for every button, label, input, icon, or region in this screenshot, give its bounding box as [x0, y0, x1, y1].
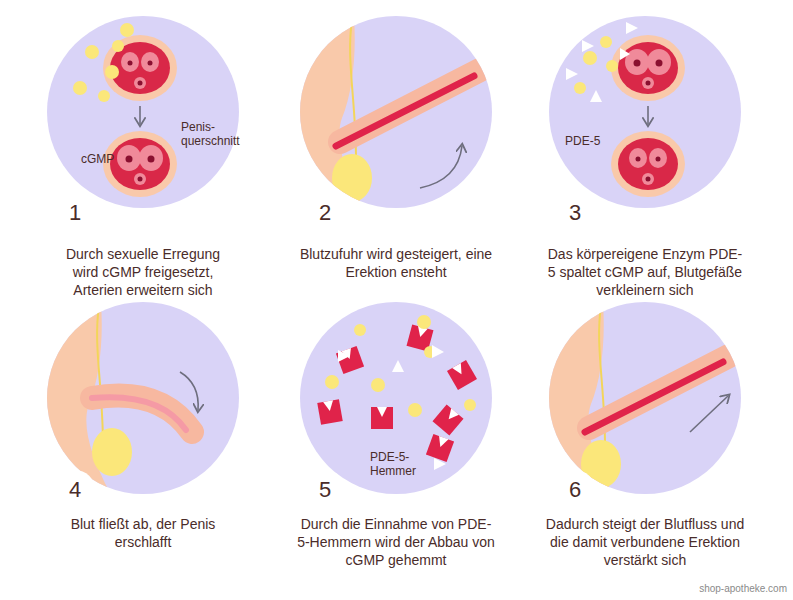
step-caption: Durch sexuelle Erregung wird cGMP freige… — [53, 245, 233, 300]
step-number: 5 — [305, 479, 345, 501]
step-panel: PDE-5Das körpereigene Enzym PDE-5 spalte… — [549, 16, 741, 208]
step-panel: cGMPPenis- querschnittDurch sexuelle Err… — [47, 16, 239, 208]
step-number-badge: 5 — [305, 470, 345, 510]
step-caption: Blut fließt ab, der Penis erschlafft — [58, 515, 228, 551]
step-panel: Blut fließt ab, der Penis erschlafft4 — [47, 302, 239, 494]
step-number: 3 — [555, 202, 595, 224]
step-number: 6 — [555, 479, 595, 501]
step-number: 1 — [55, 202, 95, 224]
part-label: Penis- querschnitt — [181, 120, 239, 149]
part-label: cGMP — [81, 152, 141, 166]
step-panel: PDE-5- HemmerDurch die Einnahme von PDE-… — [300, 302, 492, 494]
part-label: PDE-5 — [565, 134, 615, 148]
step-caption: Blutzufuhr wird gesteigert, eine Erektio… — [296, 245, 496, 281]
step-number-badge: 4 — [55, 470, 95, 510]
step-number-badge: 2 — [305, 193, 345, 233]
step-number: 2 — [305, 202, 345, 224]
part-label: PDE-5- Hemmer — [370, 450, 422, 479]
step-panel: Blutzufuhr wird gesteigert, eine Erektio… — [300, 16, 492, 208]
step-number-badge: 1 — [55, 193, 95, 233]
step-number: 4 — [55, 479, 95, 501]
step-number-badge: 6 — [555, 470, 595, 510]
step-number-badge: 3 — [555, 193, 595, 233]
watermark: shop-apotheke.com — [699, 583, 787, 594]
step-caption: Dadurch steigt der Blutfluss und die dam… — [540, 515, 750, 570]
step-caption: Durch die Einnahme von PDE-5-Hemmern wir… — [296, 515, 496, 570]
step-caption: Das körpereigene Enzym PDE-5 spaltet cGM… — [545, 245, 745, 300]
step-panel: Dadurch steigt der Blutfluss und die dam… — [549, 302, 741, 494]
